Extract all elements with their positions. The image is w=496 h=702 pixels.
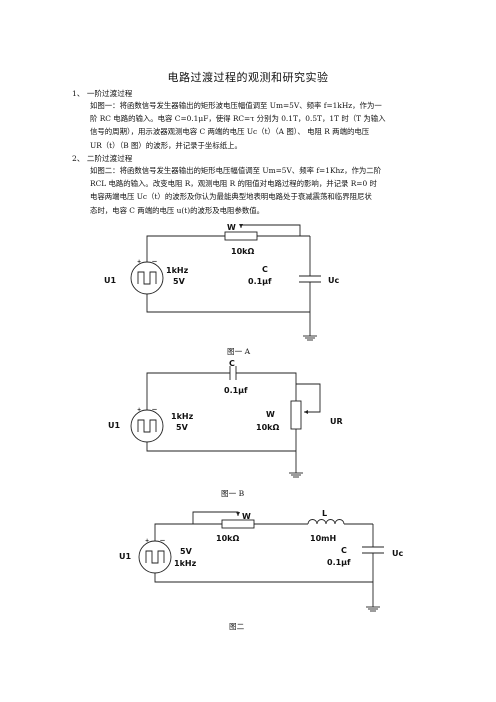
pot-a-value: 10kΩ [231, 247, 254, 256]
source-b-amplitude: 5V [176, 423, 189, 432]
section-1-line-2: 阶 RC 电路的输入。电容 C=0.1μF，使得 RC=τ 分别为 0.1T，0… [90, 114, 386, 124]
capacitor-b [229, 366, 237, 380]
source-2-plus: + [145, 538, 149, 544]
section-1-line-3: 信号的周期），用示波器观测电容 C 两端的电压 Uc（t）（A 图）、 电阻 R… [90, 127, 370, 137]
figure-2-caption: 图二 [229, 622, 245, 631]
source-b-frequency: 1kHz [171, 412, 194, 421]
source-2-frequency: 1kHz [174, 559, 197, 568]
ground-a [303, 335, 317, 341]
section-2-heading: 2、 二阶过渡过程 [72, 154, 133, 163]
cap-a-label: C [262, 265, 268, 274]
cap-b-value: 0.1μf [224, 386, 248, 395]
output-a-label: Uc [328, 276, 339, 285]
source-2-label: U1 [119, 552, 131, 561]
section-1-line-1: 如图一：将函数信号发生器输出的矩形波电压幅值调至 Um=5V、频率 f=1kHz… [90, 101, 382, 110]
figure-a-caption: 图一 A [227, 347, 251, 356]
inductor-2 [307, 519, 345, 525]
ground-2 [366, 606, 380, 612]
source-a-minus: — [152, 259, 157, 265]
cap-a-value: 0.1μf [248, 277, 272, 286]
potentiometer-2 [221, 512, 255, 529]
potentiometer-b [290, 400, 308, 430]
pot-b-value: 10kΩ [256, 423, 279, 432]
source-b [130, 409, 164, 443]
source-2 [138, 540, 172, 574]
section-1-body: 如图一：将函数信号发生器输出的矩形波电压幅值调至 Um=5V、频率 f=1kHz… [90, 99, 386, 152]
section-1-heading: 1、 一阶过渡过程 [72, 89, 133, 98]
section-2-line-1: 如图二：将函数信号发生器输出的矩形电压幅值调至 Um=5V、频率 f=1Khz，… [90, 166, 382, 175]
circuit-b-wires [146, 372, 321, 473]
inductor-2-label: L [322, 509, 327, 518]
circuit-2-wires [154, 511, 374, 607]
pot-2-value: 10kΩ [216, 534, 239, 543]
cap-2-value: 0.1μf [327, 558, 351, 567]
source-a-amplitude: 5V [173, 277, 186, 286]
section-2-line-2: RCL 电路的输入。改变电阻 R，观测电阻 R 的阻值对电路过程的影响，并记录 … [90, 179, 377, 189]
section-2-body: 如图二：将函数信号发生器输出的矩形电压幅值调至 Um=5V、频率 f=1Khz，… [90, 164, 381, 217]
section-1-line-4: UR（t）（B 图）的波形，并记录于坐标纸上。 [90, 140, 242, 150]
output-b-label: UR [330, 417, 343, 426]
pot-b-label: W [266, 410, 275, 419]
source-2-amplitude: 5V [180, 547, 193, 556]
potentiometer-a [224, 224, 258, 241]
capacitor-a [299, 275, 321, 283]
section-2-line-3: 电容两端电压 Uc（t）的波形及你认为最能典型地表明电路处于衰减震荡和临界阻尼状 [90, 192, 372, 202]
output-2-label: Uc [392, 549, 403, 558]
source-a-label: U1 [104, 276, 116, 285]
source-b-minus: — [152, 407, 157, 413]
circuit-a-wires [146, 224, 311, 336]
pot-2-label: W [242, 512, 251, 521]
source-2-minus: — [160, 538, 165, 544]
capacitor-2 [362, 546, 384, 554]
source-a [130, 261, 164, 295]
source-a-plus: + [137, 259, 141, 265]
inductor-2-value: 10mH [310, 534, 336, 543]
source-b-label: U1 [108, 421, 120, 430]
ground-b [289, 472, 303, 478]
page-title: 电路过渡过程的观测和研究实验 [167, 71, 329, 84]
source-b-plus: + [137, 407, 141, 413]
section-2-line-4: 态时，电容 C 两端的电压 u(t)的波形及电阻参数值。 [90, 205, 265, 215]
cap-b-label: C [229, 359, 235, 368]
figure-b-caption: 图一 B [221, 489, 245, 498]
source-a-frequency: 1kHz [166, 266, 189, 275]
cap-2-label: C [341, 546, 347, 555]
pot-a-label: W [227, 223, 236, 232]
